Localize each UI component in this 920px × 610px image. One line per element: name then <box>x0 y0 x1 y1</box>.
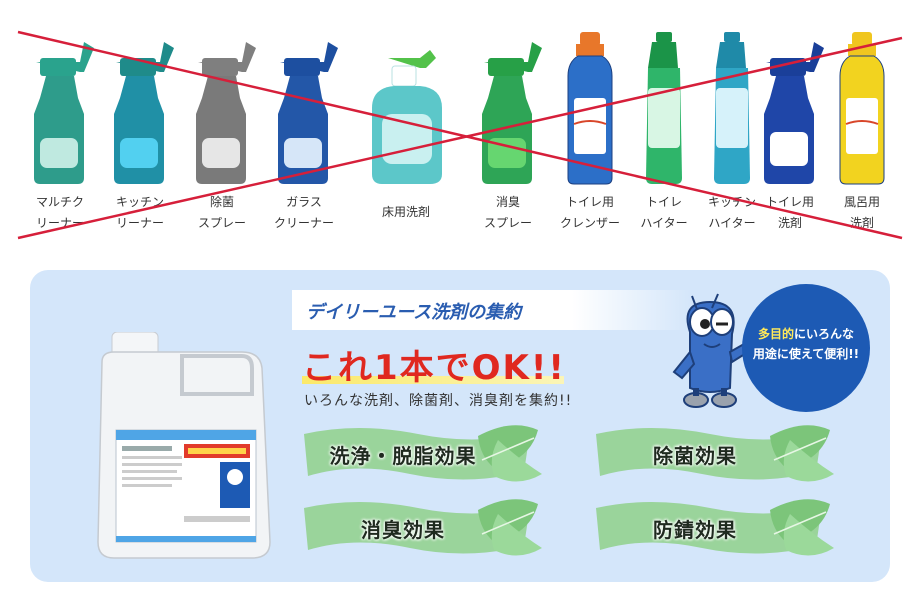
effect-ribbon: 防錆効果 <box>590 494 840 564</box>
ribbon-label: 防錆効果 <box>653 518 737 542</box>
subtext: いろんな洗剤、除菌剤、消臭剤を集約!! <box>304 393 573 409</box>
product-label: ガラス クリーナー <box>273 195 334 230</box>
headline: これ1本でOK!! <box>302 348 566 388</box>
product-glass-cleaner: ガラス クリーナー <box>262 28 346 240</box>
detergent-jug-image <box>97 332 271 559</box>
ribbon-label: 除菌効果 <box>653 444 737 468</box>
product-label: 床用洗剤 <box>381 205 430 219</box>
crossed-out-products-row: マルチク リーナー キッチン リーナー 除菌 スプレー ガラス クリーナー 床用… <box>0 0 920 258</box>
bubble-accent: 多目的 <box>757 327 794 341</box>
feature-panel: デイリーユース洗剤の集約 これ1本でOK!! いろんな洗剤、除菌剤、消臭剤を集約… <box>30 270 890 582</box>
toilet-cleanser-bottle-image <box>567 32 613 185</box>
floor-detergent-bottle-image <box>372 50 442 184</box>
leaf-ribbon-graphic <box>596 499 834 556</box>
ribbon-label: 消臭効果 <box>361 518 445 542</box>
bubble-line2: 用途に使えて便利!! <box>752 347 860 361</box>
disinfect-spray-bottle-image <box>196 42 256 184</box>
multi-cleaner-bottle-image <box>34 42 94 184</box>
glass-cleaner-bottle-image <box>278 42 338 184</box>
bubble-text: 多目的にいろんな 用途に使えて便利!! <box>742 324 870 364</box>
headline-highlight <box>302 376 564 384</box>
banner-title: デイリーユース洗剤の集約 <box>306 302 522 323</box>
ribbon-label: 洗浄・脱脂効果 <box>329 444 477 468</box>
effect-ribbon: 消臭効果 <box>298 494 548 564</box>
bath-detergent-bottle-image <box>839 32 885 185</box>
product-label: 風呂用 洗剤 <box>843 195 880 230</box>
leaf-ribbon-graphic <box>596 425 834 482</box>
deodorant-spray-bottle-image <box>482 42 542 184</box>
bubble-line1: にいろんな <box>794 327 855 341</box>
leaf-ribbon-graphic <box>304 499 542 556</box>
effect-ribbon: 除菌効果 <box>590 420 840 490</box>
product-floor-detergent: 床用洗剤 <box>364 28 448 240</box>
kitchen-cleaner-bottle-image <box>114 42 174 184</box>
mascot-character <box>672 293 750 408</box>
speech-bubble: 多目的にいろんな 用途に使えて便利!! <box>742 284 870 412</box>
feature-banner: デイリーユース洗剤の集約 <box>292 290 692 330</box>
leaf-ribbon-graphic <box>304 425 542 482</box>
effect-ribbon: 洗浄・脱脂効果 <box>298 420 548 490</box>
product-bath-detergent: 風呂用 洗剤 <box>820 28 904 240</box>
